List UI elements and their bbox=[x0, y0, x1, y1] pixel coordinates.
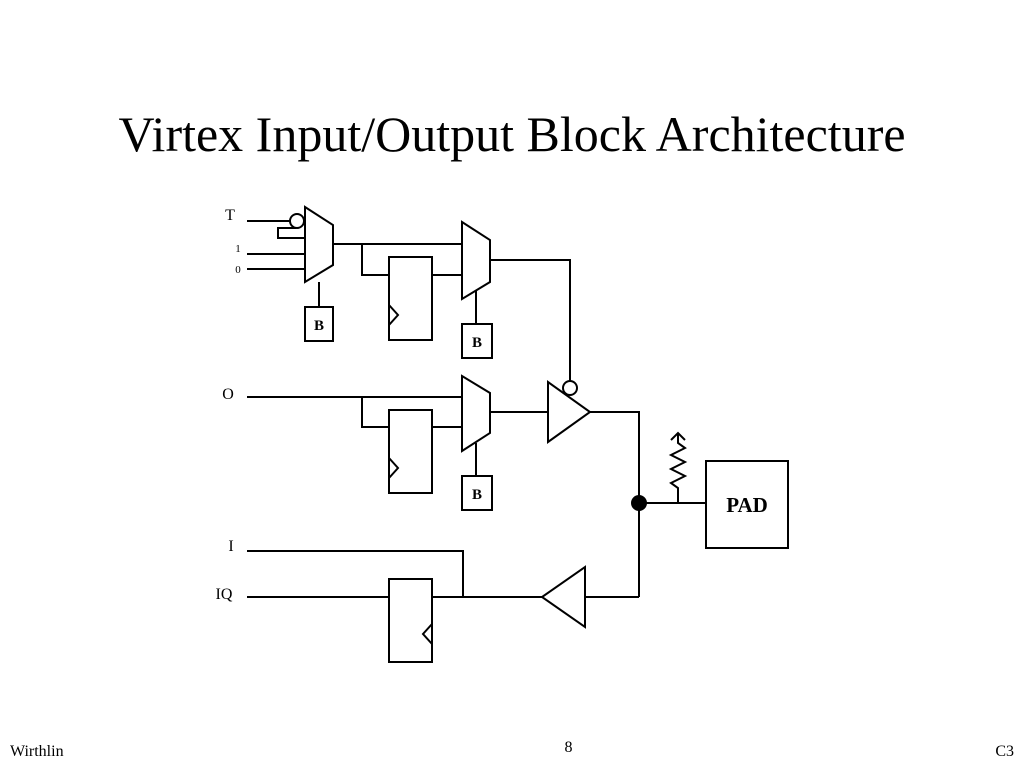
input-buffer bbox=[540, 565, 586, 629]
label-zero: 0 bbox=[235, 264, 241, 276]
output-buffer bbox=[547, 380, 592, 444]
o-flipflop bbox=[388, 409, 433, 494]
o-output-mux bbox=[461, 374, 491, 453]
t-ff-clock bbox=[388, 304, 400, 326]
label-one: 1 bbox=[235, 243, 241, 255]
select-block-b3 bbox=[461, 475, 493, 511]
footer-course: C3 bbox=[995, 743, 1014, 760]
slide-title: Virtex Input/Output Block Architecture bbox=[118, 106, 906, 162]
pad-box bbox=[705, 460, 789, 549]
label-b2: B bbox=[472, 335, 482, 351]
label-o: O bbox=[222, 386, 234, 403]
t-input-mux bbox=[304, 205, 334, 284]
pad-junction bbox=[631, 495, 647, 511]
label-iq: IQ bbox=[216, 586, 233, 603]
iq-ff-clock bbox=[421, 623, 433, 645]
iq-flipflop bbox=[388, 578, 433, 663]
footer-page-number: 8 bbox=[564, 739, 573, 756]
select-block-b2 bbox=[461, 323, 493, 359]
t-inverter-bubble bbox=[289, 213, 305, 229]
o-ff-clock bbox=[388, 457, 400, 479]
pullup-resistor bbox=[668, 433, 688, 503]
wire-buffer-out bbox=[590, 411, 640, 597]
wire-o-ff-in bbox=[361, 397, 389, 428]
t-output-mux bbox=[461, 220, 491, 301]
wire-t-enable bbox=[490, 259, 571, 381]
label-b1: B bbox=[314, 318, 324, 334]
label-b3: B bbox=[472, 487, 482, 503]
footer-author: Wirthlin bbox=[10, 743, 64, 760]
pullup-arrow bbox=[670, 431, 686, 441]
wire-i-out bbox=[247, 550, 464, 597]
wire-t-ff-in bbox=[361, 244, 389, 276]
enable-bubble bbox=[562, 380, 578, 396]
wire-t-inverted bbox=[277, 227, 305, 239]
label-pad: PAD bbox=[726, 493, 768, 517]
select-block-b1 bbox=[304, 306, 334, 342]
label-t: T bbox=[225, 207, 235, 224]
t-flipflop bbox=[388, 256, 433, 341]
label-i: I bbox=[228, 538, 233, 555]
